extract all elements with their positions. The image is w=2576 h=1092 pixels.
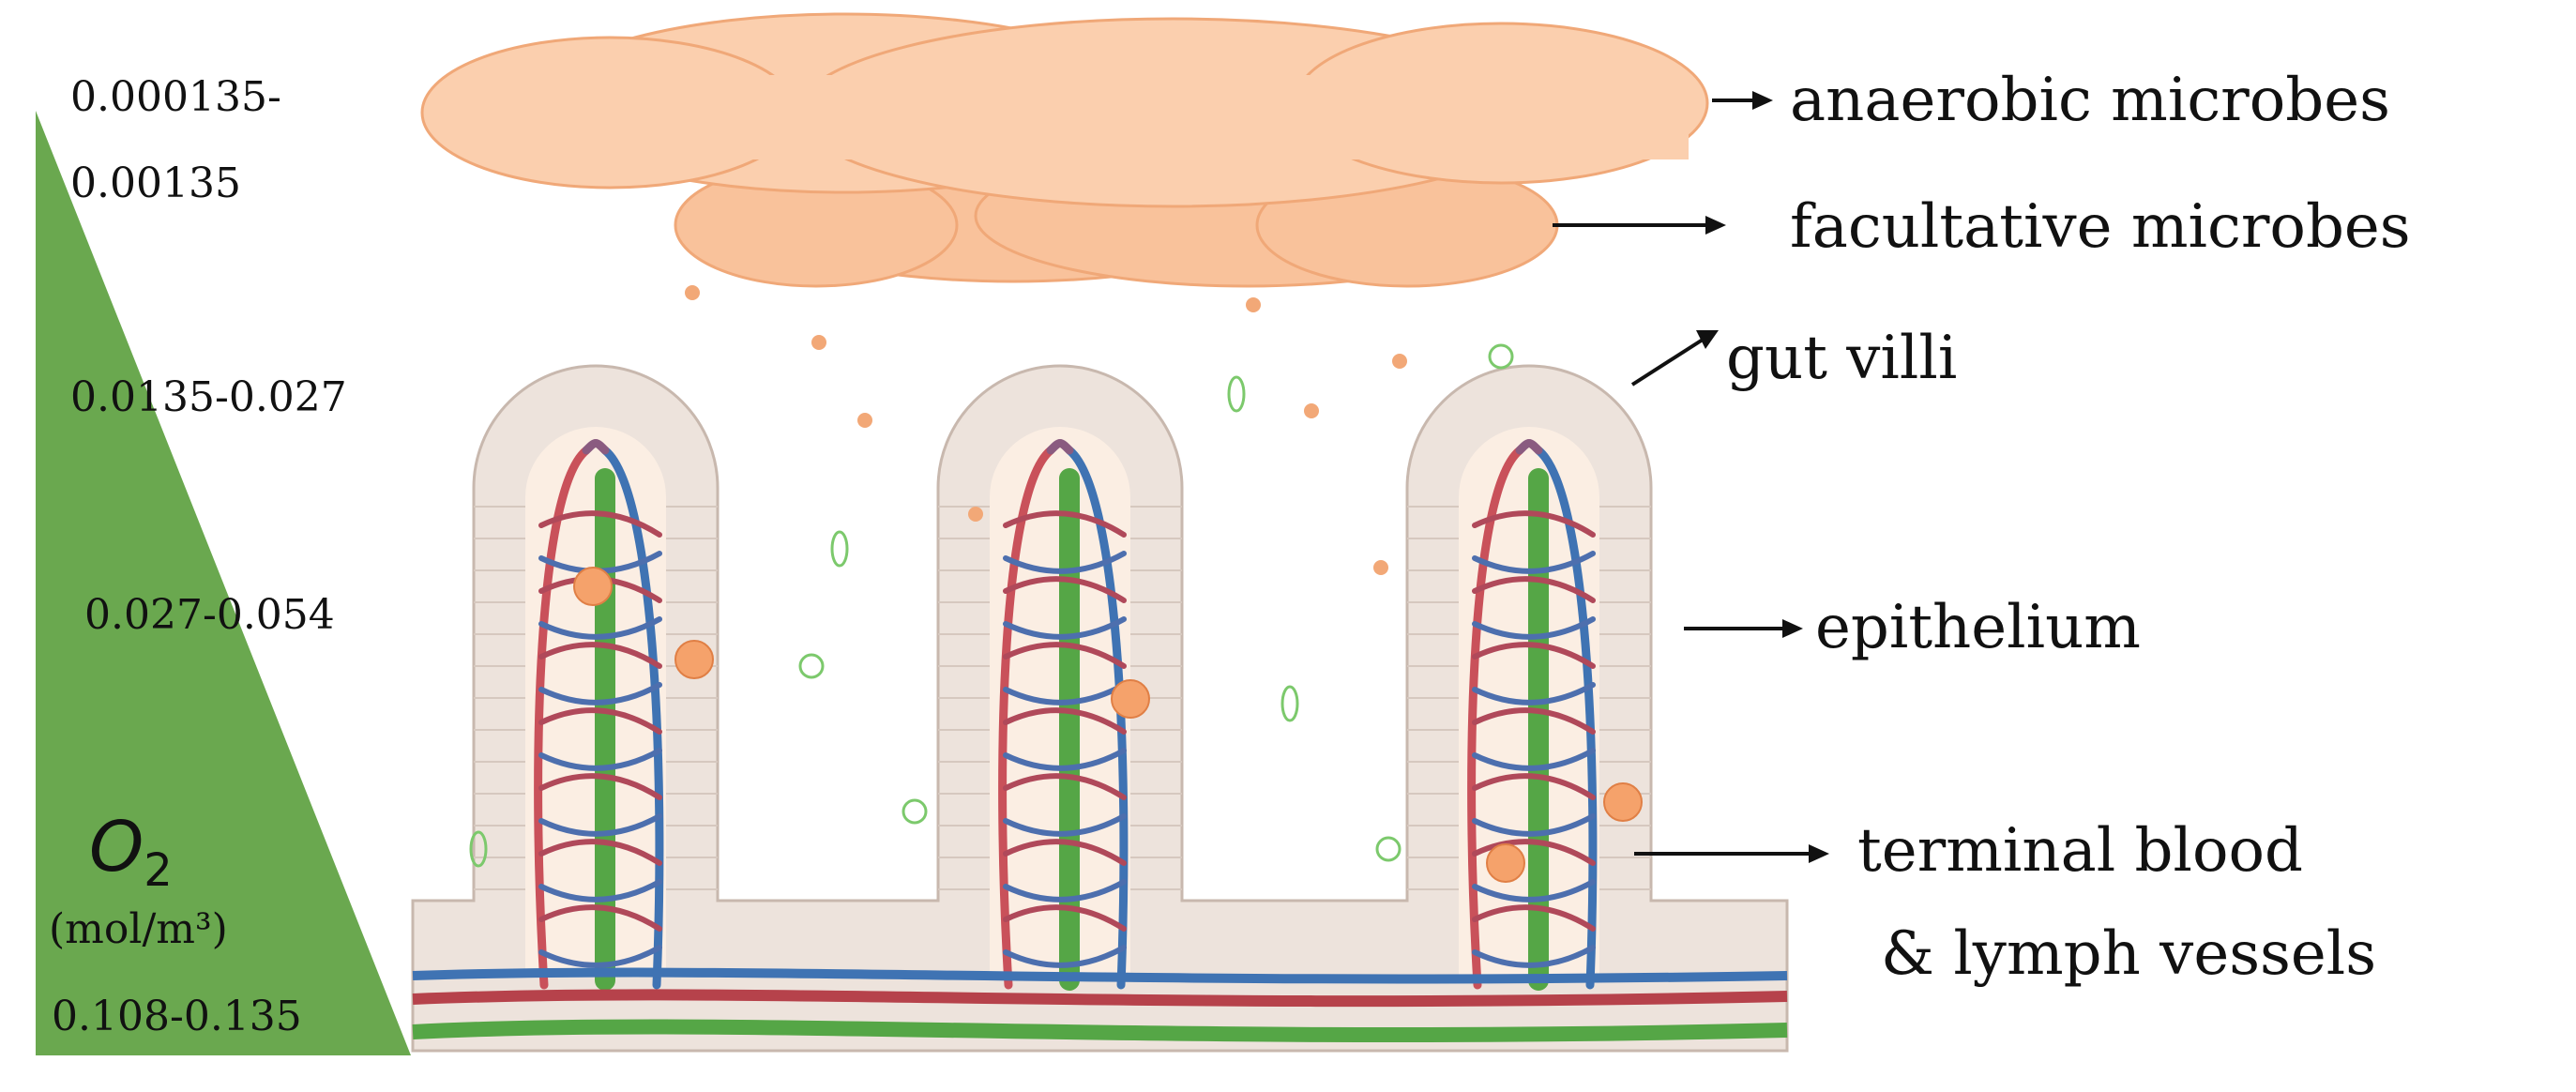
bacteria — [469, 343, 1514, 868]
o2-symbol: O2 — [89, 807, 173, 897]
o2-level-1a: 0.000135- — [70, 73, 281, 121]
capillary — [1003, 945, 1127, 968]
capillary — [538, 748, 662, 771]
o2-level-1b: 0.00135 — [70, 159, 241, 207]
capillary — [1003, 879, 1127, 902]
o2-level-3: 0.027-0.054 — [84, 591, 335, 639]
capillary — [538, 773, 662, 800]
immune-cells — [573, 567, 1643, 883]
label-gut-villi: gut villi — [1726, 324, 1958, 393]
capillary — [1003, 576, 1127, 603]
o2-level-4: 0.108-0.135 — [52, 993, 302, 1040]
capillary — [1472, 707, 1596, 735]
o2-unit: (mol/m³) — [49, 905, 228, 953]
callout-arrows — [1553, 91, 1829, 863]
capillary — [1472, 879, 1596, 902]
capillary — [1472, 551, 1596, 574]
capillary — [1472, 813, 1596, 837]
capillary — [1472, 682, 1596, 705]
vein — [600, 446, 664, 990]
capillary — [1003, 813, 1127, 837]
capillary — [1003, 904, 1127, 932]
label-anaerobic-microbes: anaerobic microbes — [1790, 66, 2390, 135]
capillary — [1003, 642, 1127, 669]
capillary — [1003, 707, 1127, 735]
capillary — [538, 642, 662, 669]
oxygen-gradient-wedge — [36, 111, 411, 1055]
capillary — [1472, 904, 1596, 932]
capillary — [1003, 773, 1127, 800]
vessel-network — [534, 439, 1598, 991]
capillary — [1003, 616, 1127, 640]
oxygen-particles — [685, 285, 1407, 575]
capillary — [1472, 576, 1596, 603]
base-artery — [412, 989, 1788, 1008]
capillary — [538, 616, 662, 640]
capillary — [1472, 773, 1596, 800]
capillary — [1472, 510, 1596, 538]
capillary-top — [1515, 439, 1543, 455]
vein — [1534, 446, 1598, 990]
capillary — [1472, 839, 1596, 866]
capillary — [538, 904, 662, 932]
label-vessels-line1: terminal blood — [1857, 816, 2303, 886]
capillary-top — [582, 439, 610, 455]
capillary — [1003, 510, 1127, 538]
capillary — [1003, 551, 1127, 574]
capillary — [1472, 642, 1596, 669]
capillary — [538, 879, 662, 902]
o2-level-2: 0.0135-0.027 — [70, 373, 347, 421]
capillary — [538, 707, 662, 735]
capillary — [538, 839, 662, 866]
capillary — [538, 510, 662, 538]
label-vessels-line2: & lymph vessels — [1881, 919, 2377, 989]
label-facultative-microbes: facultative microbes — [1790, 192, 2411, 262]
base-lymph — [412, 1019, 1788, 1043]
capillary — [538, 682, 662, 705]
capillary-top — [1046, 439, 1074, 455]
capillary — [538, 945, 662, 968]
vein — [1065, 446, 1129, 990]
capillary — [1003, 839, 1127, 866]
label-epithelium: epithelium — [1815, 593, 2141, 662]
base-vein — [412, 967, 1788, 984]
capillary — [1003, 748, 1127, 771]
capillary — [1003, 682, 1127, 705]
capillary — [1472, 616, 1596, 640]
microbe-cloud-anaerobic — [420, 12, 1709, 208]
epithelial-cells — [474, 506, 1651, 890]
capillary — [1472, 748, 1596, 771]
capillary — [538, 813, 662, 837]
capillary — [1472, 945, 1596, 968]
